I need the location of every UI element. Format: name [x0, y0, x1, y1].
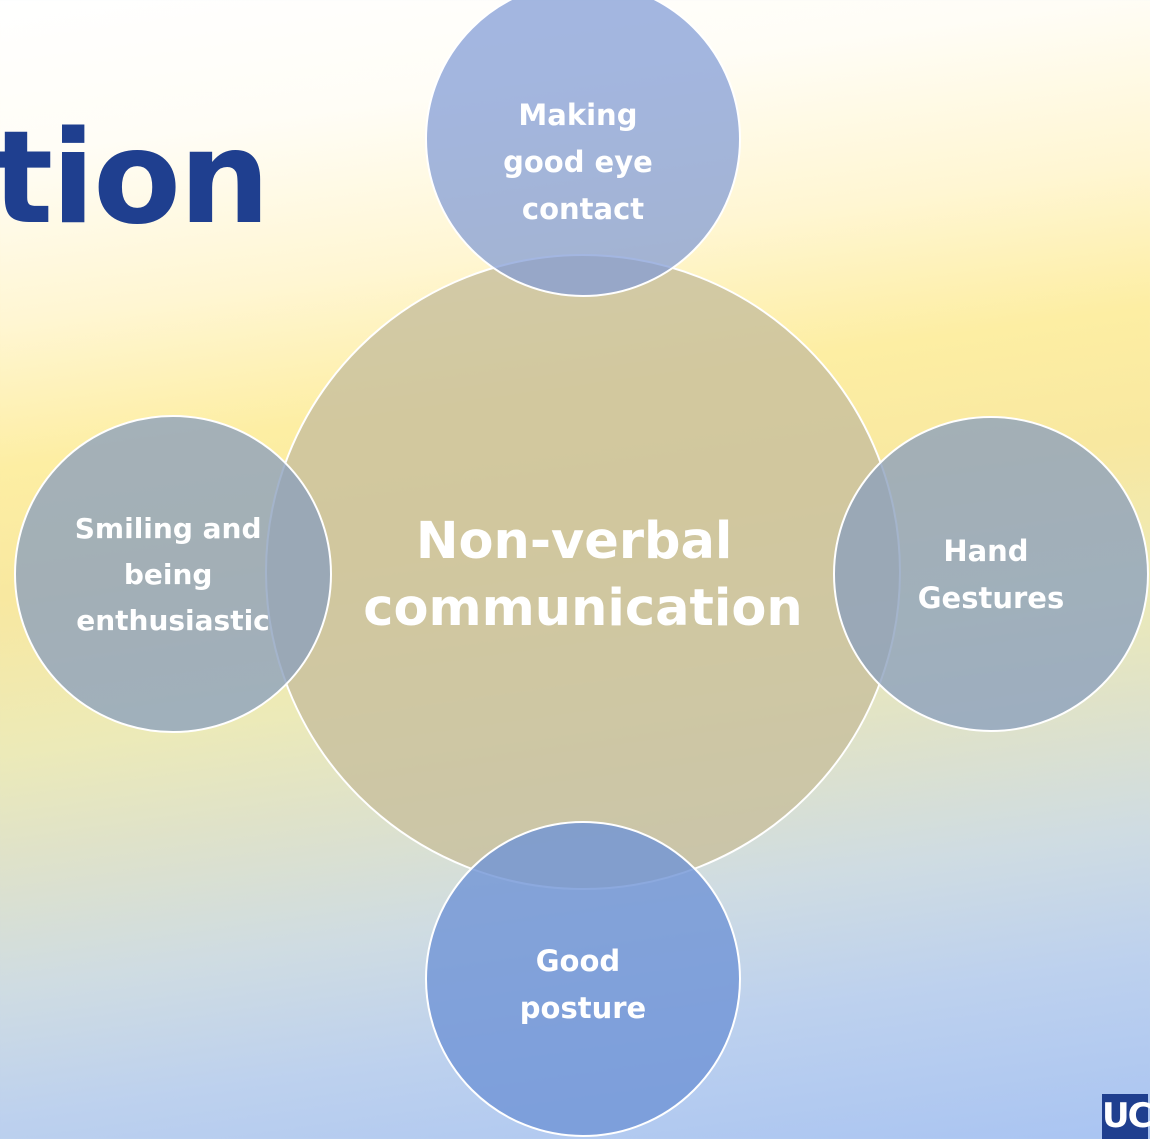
center-label-line-1: Non-verbal: [416, 512, 733, 571]
bottom-node-label: Good posture: [520, 944, 646, 1025]
top-node-line-2: good eye: [503, 145, 653, 179]
left-node-label: Smiling and being enthusiastic: [75, 512, 271, 637]
right-node-line-2: Gestures: [918, 581, 1064, 615]
bottom-circle: [425, 821, 741, 1137]
right-circle: [833, 416, 1149, 732]
uc-logo: UC: [1102, 1094, 1150, 1139]
top-node-line-3: contact: [522, 192, 644, 226]
center-label: Non-verbal communication: [363, 512, 803, 638]
center-label-line-2: communication: [363, 579, 803, 638]
right-node-label: Hand Gestures: [918, 534, 1064, 615]
right-node-line-1: Hand: [943, 534, 1028, 568]
left-circle: [14, 415, 332, 733]
left-node-line-3: enthusiastic: [76, 604, 270, 637]
top-node-line-1: Making: [518, 98, 637, 132]
left-node-line-1: Smiling and: [75, 512, 262, 545]
bottom-node-line-2: posture: [520, 991, 646, 1025]
top-circle: [425, 0, 741, 297]
center-circle: [265, 254, 901, 890]
top-node-label: Making good eye contact: [503, 98, 663, 226]
bottom-node-line-1: Good: [536, 944, 620, 978]
left-node-line-2: being: [124, 558, 213, 591]
slide-title: tion: [0, 104, 270, 253]
